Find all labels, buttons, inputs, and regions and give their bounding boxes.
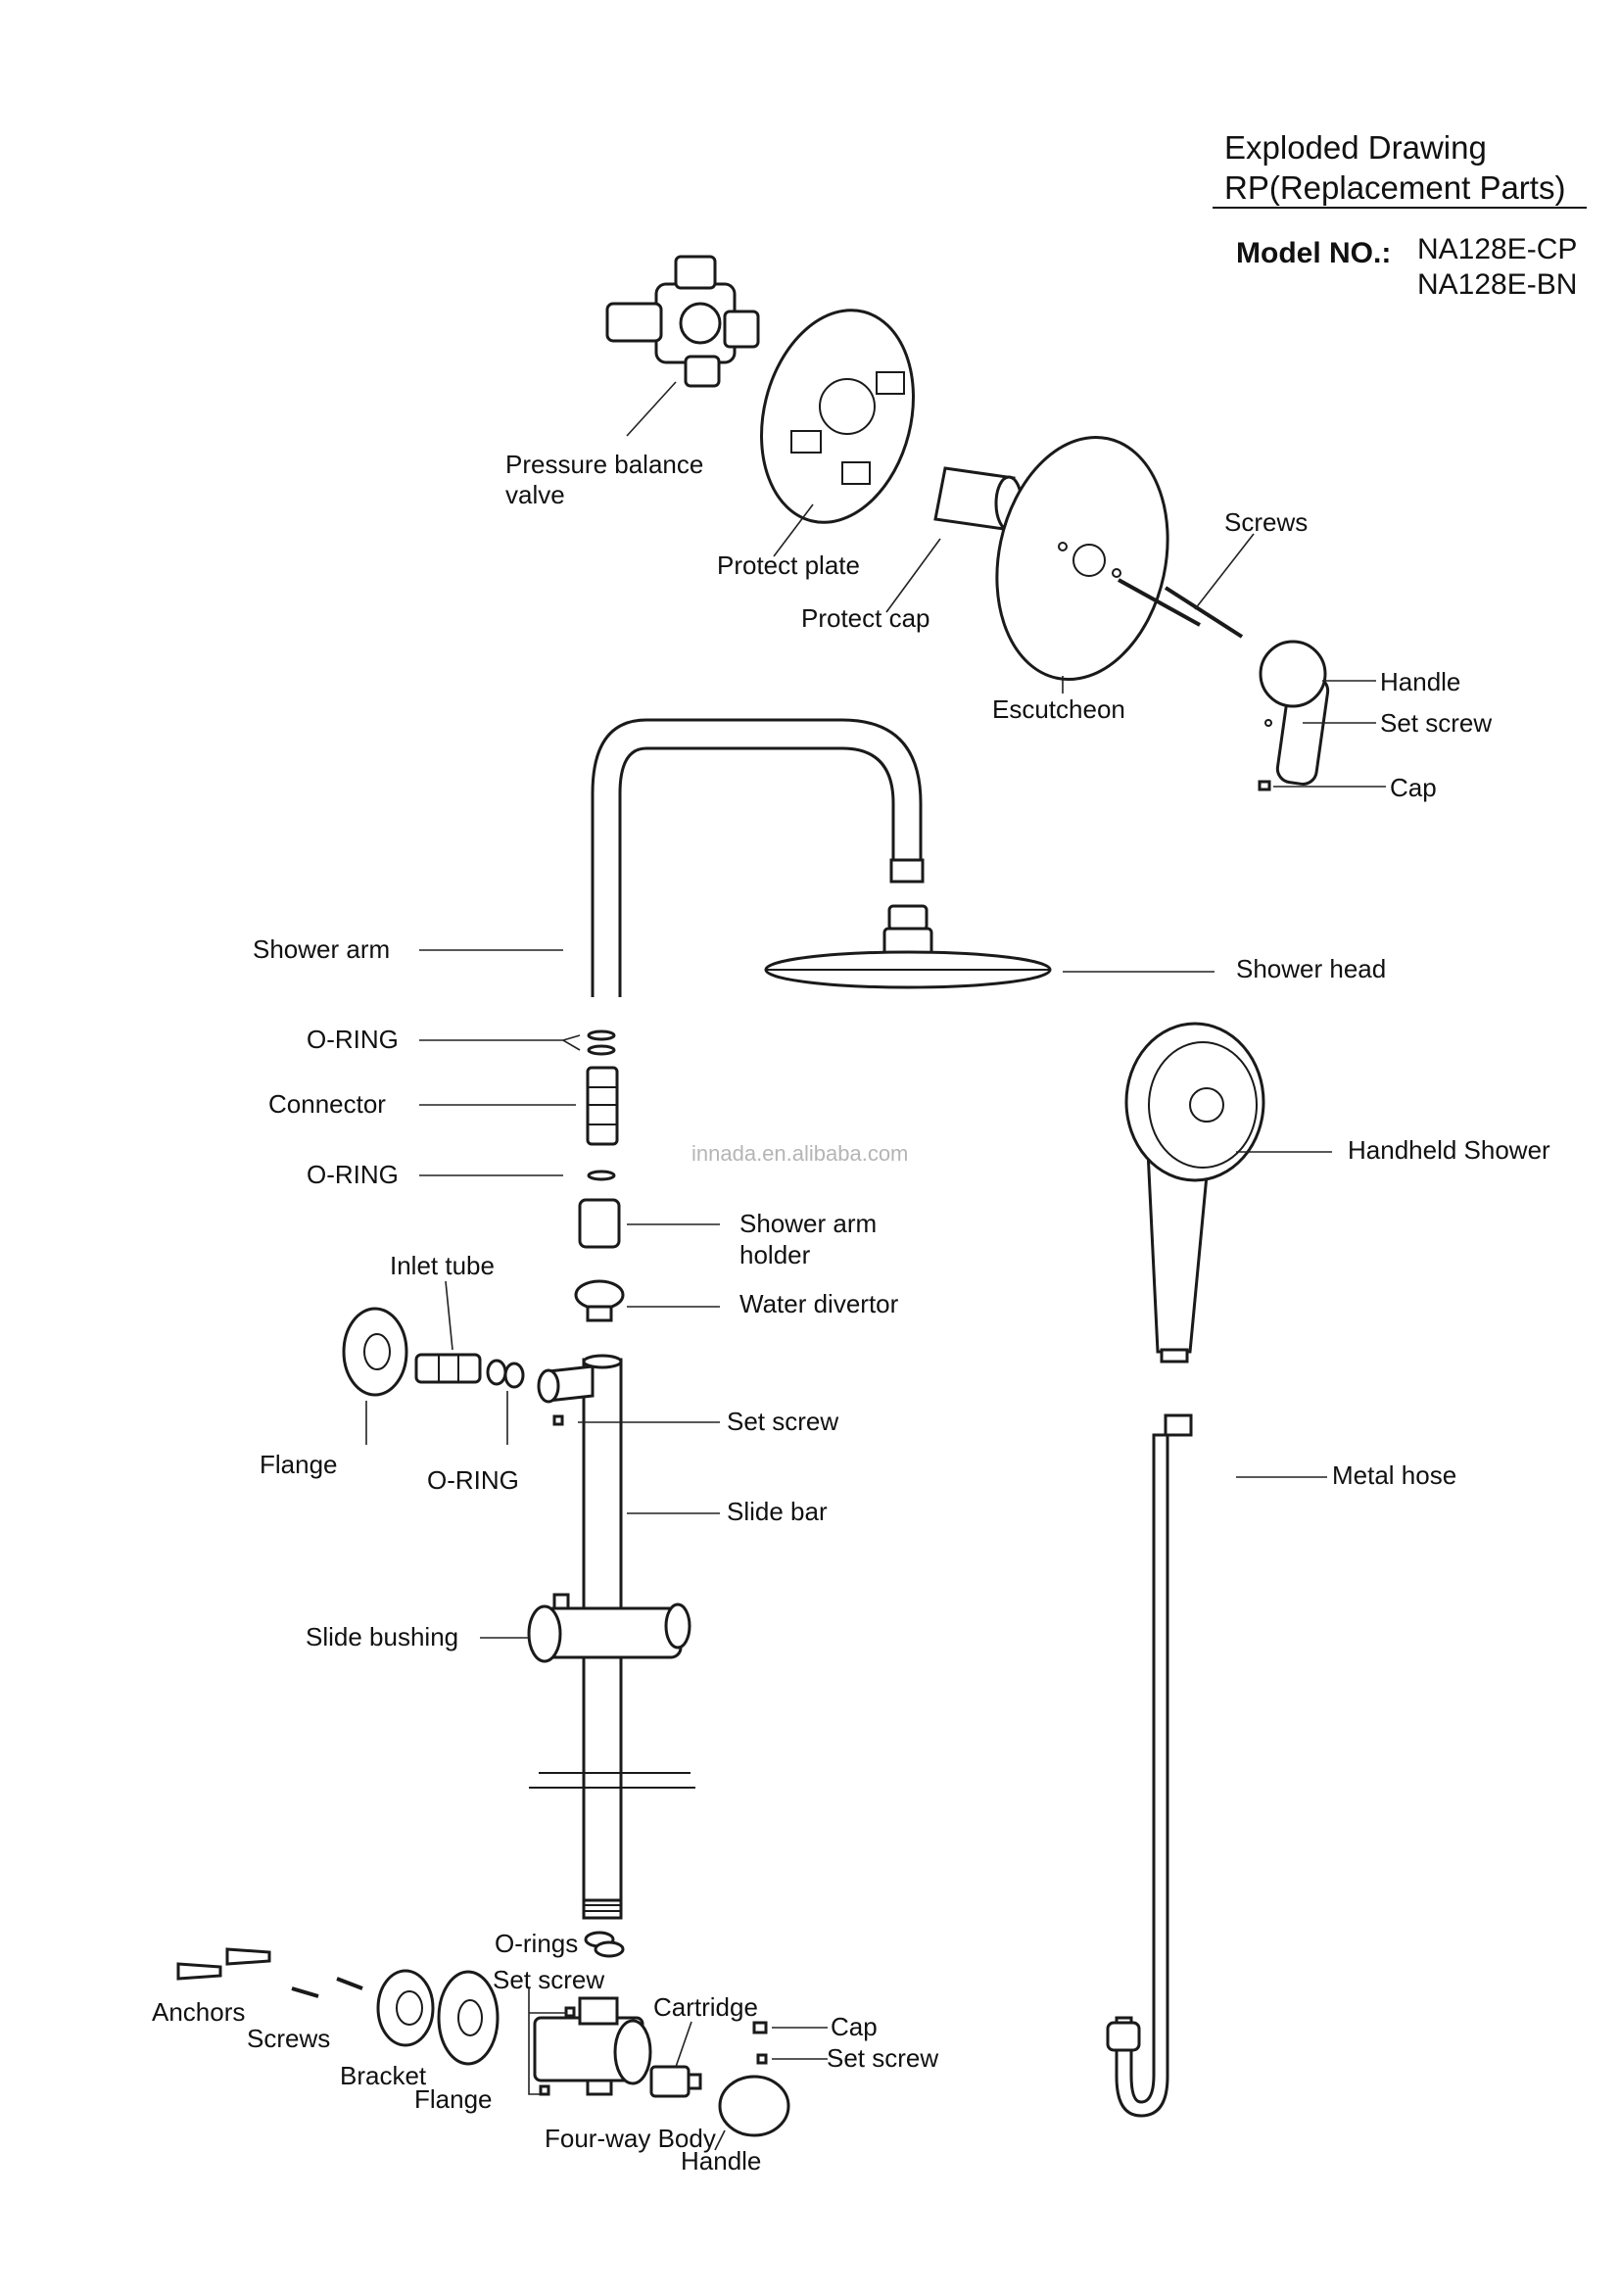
four-way-body	[533, 1996, 652, 2096]
label-slide-bar: Slide bar	[727, 1497, 828, 1526]
label-handle-low: Handle	[681, 2146, 761, 2176]
watermark: innada.en.alibaba.com	[691, 1141, 908, 1166]
label-cap-top: Cap	[1390, 773, 1437, 802]
model-number-1: NA128E-CP	[1417, 233, 1577, 265]
o-rings-bottom	[584, 1931, 625, 1958]
shower-arm	[591, 718, 923, 997]
title-line-2: RP(Replacement Parts)	[1224, 169, 1565, 206]
label-slide-bushing: Slide bushing	[306, 1622, 458, 1651]
label-protect-plate: Protect plate	[717, 550, 860, 580]
label-screws-low: Screws	[247, 2024, 330, 2053]
label-o-ring-2: O-RING	[307, 1160, 399, 1189]
flange-mid	[342, 1307, 408, 1397]
screws-top	[1118, 578, 1244, 639]
label-pressure-balance-valve-1: Pressure balance	[505, 450, 703, 479]
slide-bushing	[527, 1593, 691, 1663]
label-o-rings: O-rings	[495, 1929, 578, 1958]
connector	[586, 1066, 619, 1146]
pressure-balance-valve	[605, 255, 760, 388]
flange-low	[437, 1970, 500, 2066]
screws-low	[291, 1977, 363, 1998]
label-set-screw-top: Set screw	[1380, 708, 1492, 738]
shower-arm-holder	[578, 1198, 621, 1249]
cartridge	[649, 2065, 702, 2098]
label-set-screw-low-right: Set screw	[827, 2043, 938, 2073]
anchors	[176, 1947, 271, 1981]
label-o-ring-3: O-RING	[427, 1465, 519, 1495]
label-flange-low: Flange	[414, 2084, 493, 2114]
label-cartridge: Cartridge	[653, 1992, 758, 2022]
label-inlet-tube: Inlet tube	[390, 1251, 495, 1280]
label-shower-arm-holder-2: holder	[739, 1240, 811, 1269]
label-connector: Connector	[268, 1089, 386, 1119]
label-o-ring-1: O-RING	[307, 1025, 399, 1054]
label-bracket: Bracket	[340, 2061, 427, 2090]
o-ring-1	[587, 1029, 616, 1056]
metal-hose	[1106, 1413, 1193, 2118]
inlet-tube	[414, 1353, 482, 1384]
label-protect-cap: Protect cap	[801, 603, 930, 633]
shower-head	[764, 858, 1052, 989]
o-ring-3	[486, 1359, 525, 1389]
label-set-screw-low: Set screw	[493, 1965, 604, 1994]
label-shower-arm-holder-1: Shower arm	[739, 1209, 877, 1238]
handle-low	[718, 2075, 790, 2137]
title-line-1: Exploded Drawing	[1224, 129, 1487, 166]
label-handheld-shower: Handheld Shower	[1348, 1135, 1550, 1165]
escutcheon	[995, 435, 1169, 682]
label-four-way-body: Four-way Body	[545, 2124, 716, 2153]
label-shower-arm: Shower arm	[253, 934, 390, 964]
label-cap-low: Cap	[831, 2012, 878, 2041]
set-screw-low-right	[756, 2053, 768, 2065]
label-anchors: Anchors	[152, 1997, 245, 2027]
label-shower-head: Shower head	[1236, 954, 1386, 983]
bracket	[376, 1969, 435, 2047]
label-escutcheon: Escutcheon	[992, 694, 1125, 724]
protect-plate	[760, 309, 915, 524]
label-handle-top: Handle	[1380, 667, 1460, 696]
set-screw-mid	[552, 1414, 564, 1426]
label-metal-hose: Metal hose	[1332, 1460, 1456, 1490]
label-screws-top: Screws	[1224, 507, 1308, 537]
water-divertor	[574, 1279, 625, 1322]
label-set-screw-mid: Set screw	[727, 1407, 838, 1436]
handheld-shower	[1124, 1022, 1265, 1363]
model-label: Model NO.:	[1236, 237, 1391, 269]
model-number-2: NA128E-BN	[1417, 268, 1577, 301]
handle-top	[1259, 640, 1330, 786]
set-screw-low-bracket	[539, 2084, 550, 2096]
cap-low	[752, 2021, 768, 2034]
set-screw-low	[564, 2006, 576, 2018]
o-ring-2	[587, 1170, 616, 1181]
label-pressure-balance-valve-2: valve	[505, 480, 565, 509]
label-water-divertor: Water divertor	[739, 1289, 899, 1318]
label-flange-mid: Flange	[260, 1450, 338, 1479]
